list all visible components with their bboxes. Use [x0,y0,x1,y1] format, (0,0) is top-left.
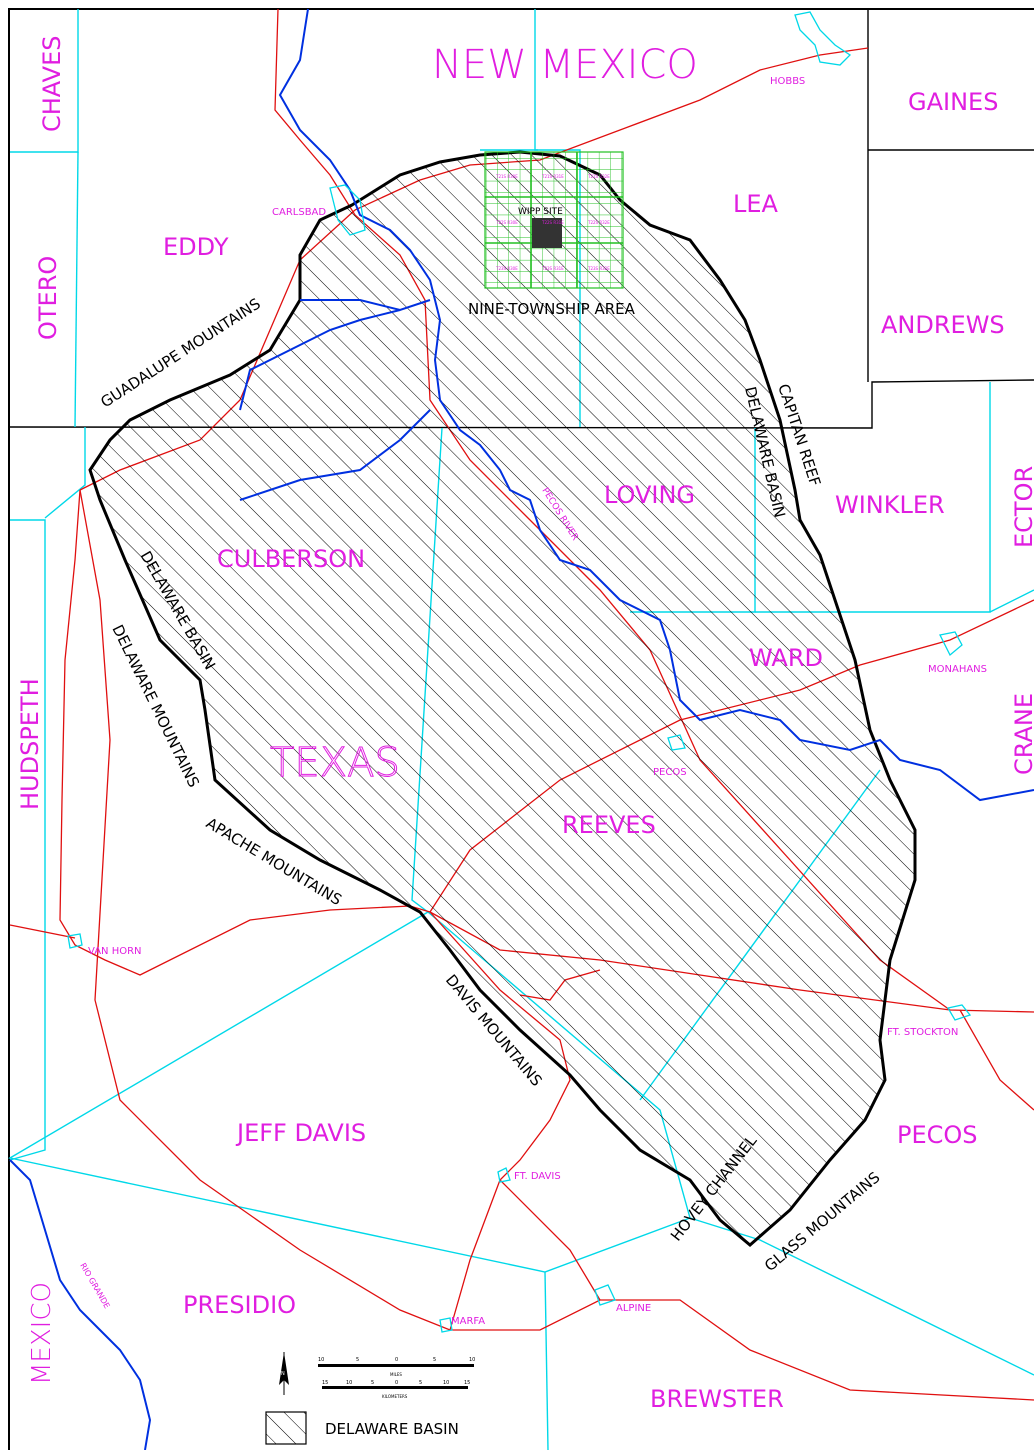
scale-tick: 10 [318,1357,324,1363]
town-label-van-horn: VAN HORN [88,946,142,957]
town-label-pecos: PECOS [653,767,687,778]
county-label-pecos: PECOS [897,1121,978,1149]
township-label: T23S R32E [587,266,610,271]
township-label: T23S R30E [495,266,518,271]
scale-bar: MILES KILOMETERS 10 5 0 5 10 15 10 5 0 5… [318,1357,475,1399]
rivers [9,8,1034,1450]
state-label-texas: TEXAS [270,740,400,786]
north-arrow-icon: N [279,1352,289,1395]
wipp-site-label: WIPP SITE [518,207,563,217]
county-label-chaves: CHAVES [38,35,66,132]
scale-tick: 10 [346,1380,352,1386]
township-label: T22S R32E [587,220,610,225]
county-label-ward: WARD [749,644,823,672]
town-label-carlsbad: CARLSBAD [272,207,326,218]
wipp-site-block [532,218,562,248]
county-label-gaines: GAINES [908,88,998,116]
pecos-river [278,8,1034,802]
scale-tick: 10 [469,1357,475,1363]
county-label-crane: CRANE [1010,693,1034,775]
scale-tick: 5 [433,1357,436,1363]
township-label: T21S R31E [541,174,564,179]
legend-label: DELAWARE BASIN [325,1420,459,1438]
north-label: N [281,1371,285,1377]
map-frame [8,8,1034,1450]
town-label-hobbs: HOBBS [770,76,805,87]
county-label-presidio: PRESIDIO [183,1291,296,1319]
town-label-ft-stockton: FT. STOCKTON [887,1027,958,1038]
scale-tick: 0 [395,1380,398,1386]
county-label-loving: LOVING [604,481,695,509]
town-label-alpine: ALPINE [616,1303,651,1314]
legend-swatch [265,1411,307,1445]
county-label-brewster: BREWSTER [650,1385,784,1413]
county-label-ector: ECTOR [1010,466,1034,548]
town-label-marfa: MARFA [451,1316,485,1327]
township-labels: T21S R30E T21S R31E T21S R32E T22S R30E … [495,174,610,271]
town-label-monahans: MONAHANS [928,664,987,675]
state-label-mexico: MEXICO [27,1282,57,1385]
scale-tick: 0 [395,1357,398,1363]
county-label-reeves: REEVES [562,811,656,839]
township-label: T21S R32E [587,174,610,179]
legend: DELAWARE BASIN [265,1411,459,1445]
township-label: T23S R31E [541,266,564,271]
township-label: T22S R30E [495,220,518,225]
county-label-jeff-davis: JEFF DAVIS [235,1119,366,1147]
county-label-andrews: ANDREWS [881,311,1005,339]
county-label-culberson: CULBERSON [217,545,365,573]
scale-tick: 5 [356,1357,359,1363]
rio-grande [9,1159,152,1450]
town-outlines [67,11,972,1333]
county-label-winkler: WINKLER [835,491,945,519]
township-label: T22S R31E [541,220,564,225]
county-label-hudspeth: HUDSPETH [16,678,44,810]
scale-tick: 5 [419,1380,422,1386]
county-label-eddy: EDDY [163,233,229,261]
scale-tick: 15 [464,1380,470,1386]
miles-label: MILES [390,1372,402,1377]
scale-tick: 10 [443,1380,449,1386]
label-nine-township-area: NINE-TOWNSHIP AREA [468,300,636,318]
county-label-lea: LEA [733,190,779,218]
label-rio-grande: RIO GRANDE [78,1262,111,1311]
township-label: T21S R30E [495,174,518,179]
km-label: KILOMETERS [382,1394,408,1399]
county-label-otero: OTERO [34,256,62,340]
scale-tick: 5 [371,1380,374,1386]
state-label-new-mexico: NEW MEXICO [432,42,698,88]
scale-tick: 15 [322,1380,328,1386]
town-label-ft-davis: FT. DAVIS [514,1171,561,1182]
delaware-basin-area [88,150,917,1247]
nine-township-grid [484,151,624,289]
